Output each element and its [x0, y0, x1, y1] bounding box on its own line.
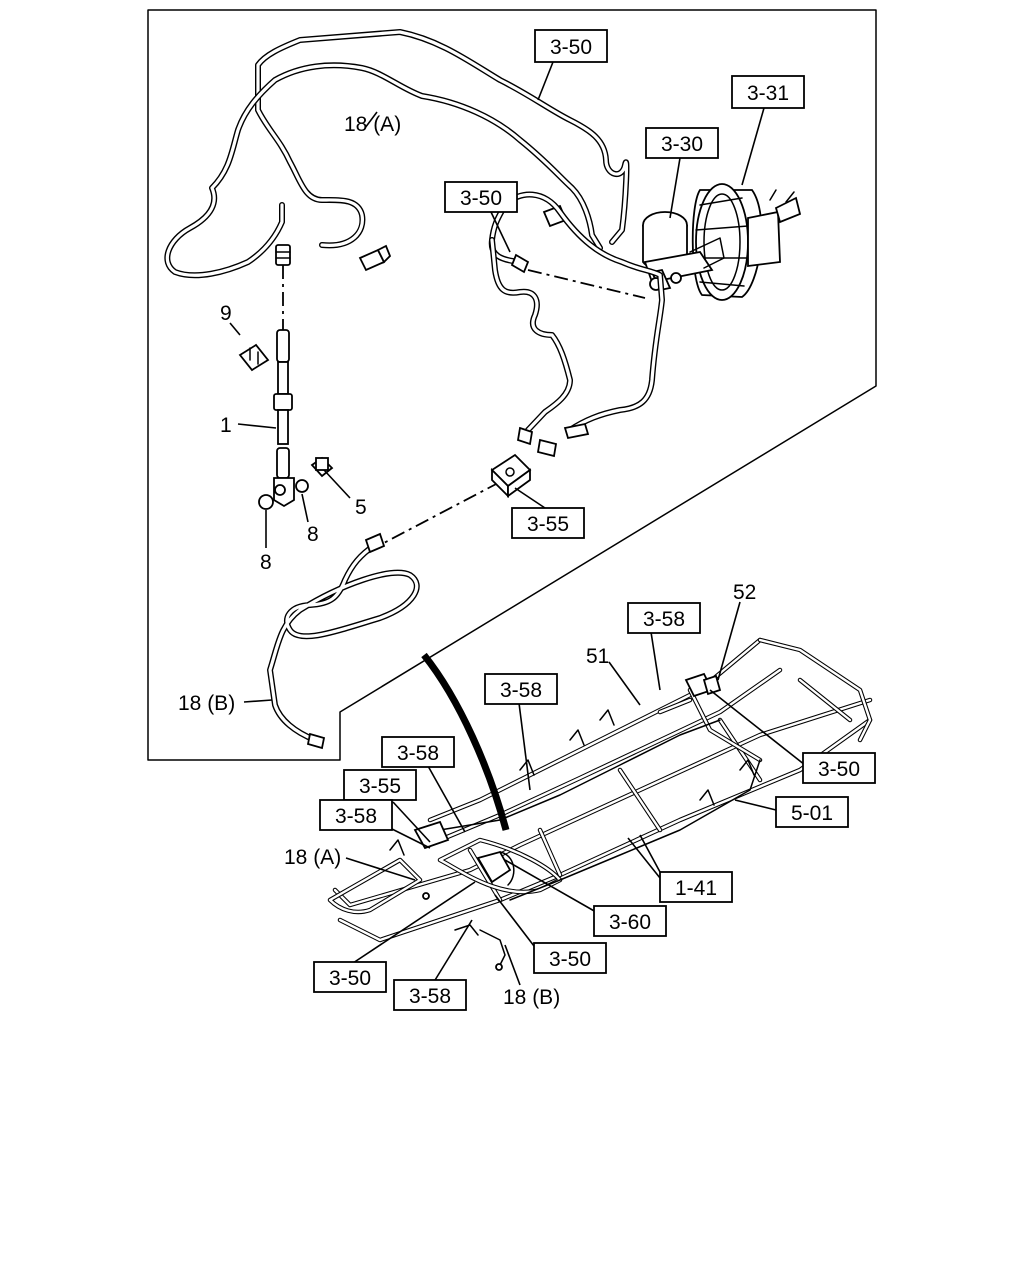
ref-box-1-41: 1-41	[659, 871, 733, 903]
ref-box-3-60: 3-60	[593, 905, 667, 937]
label-18a-chassis: 18 (A)	[284, 846, 341, 869]
washer-8-left	[258, 494, 274, 510]
svg-text:3-50: 3-50	[329, 967, 371, 990]
ref-box-3-58-a: 3-58	[627, 602, 701, 634]
ref-box-5-01: 5-01	[775, 796, 849, 828]
svg-text:3-55: 3-55	[527, 513, 569, 536]
view-indicator-arrow	[421, 652, 510, 831]
connection-line-cylinder	[527, 269, 646, 299]
ref-box-3-50-lower-mid: 3-50	[533, 942, 607, 974]
junction-block-3-55	[490, 453, 532, 499]
union-bolt-5	[310, 456, 334, 478]
ref-box-3-58-e: 3-58	[393, 979, 467, 1011]
label-part-5: 5	[355, 496, 367, 519]
label-part-8-right: 8	[307, 523, 319, 546]
svg-text:3-50: 3-50	[818, 758, 860, 781]
svg-text:3-58: 3-58	[335, 805, 377, 828]
svg-text:3-50: 3-50	[549, 948, 591, 971]
ref-box-3-50-right: 3-50	[802, 752, 876, 784]
svg-text:5-01: 5-01	[791, 802, 833, 825]
ref-box-3-50-mid: 3-50	[444, 181, 518, 213]
ref-box-3-58-b: 3-58	[484, 673, 558, 705]
ref-box-3-30: 3-30	[645, 127, 719, 159]
svg-text:3-58: 3-58	[643, 608, 685, 631]
detail-view-border	[147, 9, 877, 761]
connection-line-block-to-18b	[379, 481, 501, 546]
ref-box-3-31: 3-31	[731, 75, 805, 109]
label-part-51: 51	[586, 645, 609, 668]
label-part-8-left: 8	[260, 551, 272, 574]
svg-text:1-41: 1-41	[675, 877, 717, 900]
brake-pipe-3-50-mid	[488, 191, 665, 433]
label-18a-top: 18 (A)	[344, 113, 401, 136]
svg-text:3-58: 3-58	[409, 985, 451, 1008]
ref-box-3-58-c: 3-58	[381, 736, 455, 768]
ref-box-3-50-top: 3-50	[534, 29, 608, 63]
label-part-9: 9	[220, 302, 232, 325]
ref-box-3-55-chassis: 3-55	[343, 769, 417, 801]
svg-text:3-60: 3-60	[609, 911, 651, 934]
label-part-1: 1	[220, 414, 232, 437]
svg-text:3-50: 3-50	[460, 187, 502, 210]
pipe-fitting-mid	[510, 253, 590, 458]
svg-text:3-30: 3-30	[661, 133, 703, 156]
svg-text:3-58: 3-58	[397, 742, 439, 765]
brake-pipe-18a	[164, 62, 603, 279]
leader-lines	[229, 61, 806, 986]
svg-text:3-55: 3-55	[359, 775, 401, 798]
svg-text:3-50: 3-50	[550, 36, 592, 59]
retaining-clip-9	[238, 343, 270, 372]
ref-box-3-58-d: 3-58	[319, 799, 393, 831]
ref-box-3-50-lower-left: 3-50	[313, 961, 387, 993]
washer-8-right	[295, 479, 309, 493]
label-18b-top: 18 (B)	[178, 692, 235, 715]
brake-booster	[691, 183, 802, 301]
ref-box-3-55-block: 3-55	[511, 507, 585, 539]
brake-hose-1	[273, 329, 295, 508]
brake-pipe-3-50-top	[255, 29, 630, 249]
svg-text:3-58: 3-58	[500, 679, 542, 702]
pipe-fitting-18b	[306, 532, 386, 750]
brake-pipe-18b	[267, 542, 420, 743]
label-part-52: 52	[733, 581, 756, 604]
svg-text:3-31: 3-31	[747, 82, 789, 105]
label-18b-chassis: 18 (B)	[503, 986, 560, 1009]
pipe-fitting-top-left	[275, 244, 291, 266]
pipe-fitting-top-mid	[358, 244, 392, 272]
